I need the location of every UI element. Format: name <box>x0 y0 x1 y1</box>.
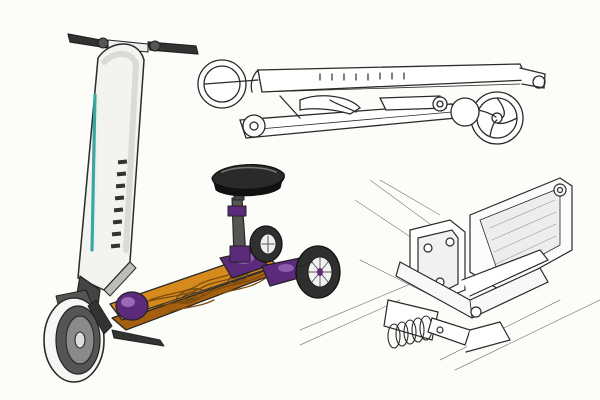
rear-wheel-inner <box>249 225 283 263</box>
main-scooter-sketch <box>43 33 341 383</box>
seat-post <box>227 183 251 263</box>
hinge-detail-sketch <box>299 177 600 371</box>
seat <box>211 164 285 197</box>
folded-scooter-sketch <box>197 59 546 145</box>
stem-vents <box>110 159 128 249</box>
rear-wheel-outer <box>295 245 341 299</box>
front-wheel <box>43 297 105 383</box>
teal-light-strip <box>90 93 97 252</box>
